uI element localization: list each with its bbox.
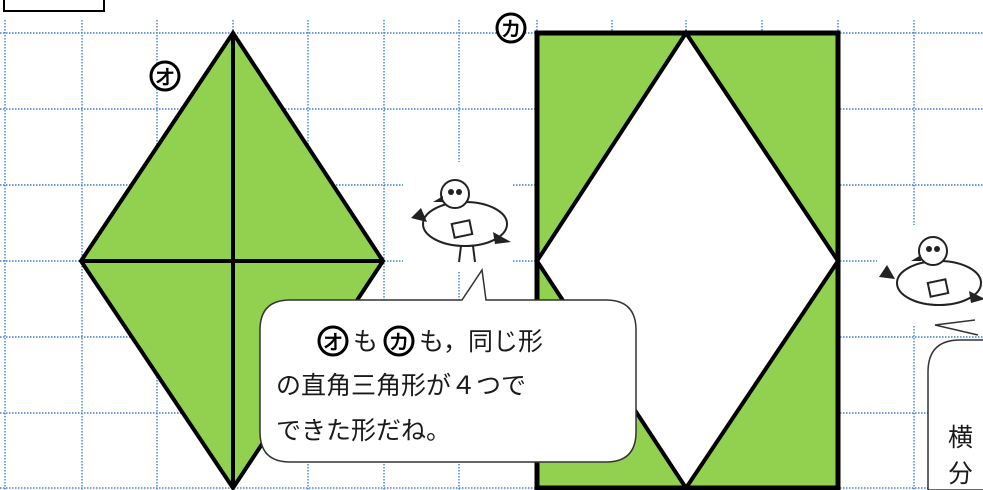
bubble-right-line2: 分 [948,459,973,488]
corner-box [3,0,105,12]
bubble-right-body [927,339,983,490]
label-ka-circle [495,12,527,44]
bubble-right-line1: 横 [948,423,973,452]
bird-reading-icon [403,162,513,272]
bubble-right-pointer [934,319,979,336]
bubble-line1-mo: も [353,327,378,356]
bubble-label-ka: カ [389,330,409,354]
bubble-main-body [259,267,637,463]
label-o: オ [149,60,181,92]
speech-bubble-main: オ も カ も，同じ形 の直角三角形が４つで できた形だね。 [259,267,637,463]
bubble-line3: できた形だね。 [276,416,451,445]
speech-bubble-right: 横 分 [927,339,983,490]
bubble-label-ka-circle [383,325,415,357]
bubble-label-o: オ [323,330,343,354]
label-o-circle [149,60,181,92]
bubble-line1-rest: も，同じ形 [419,327,543,356]
label-o-text: オ [155,65,175,89]
label-ka: カ [495,12,527,44]
bubble-label-o-circle [317,325,349,357]
shape-ka-outline [534,30,841,490]
label-ka-text: カ [501,17,521,41]
bubble-line2: の直角三角形が４つで [276,371,526,400]
bird-reading-icon [877,225,983,325]
